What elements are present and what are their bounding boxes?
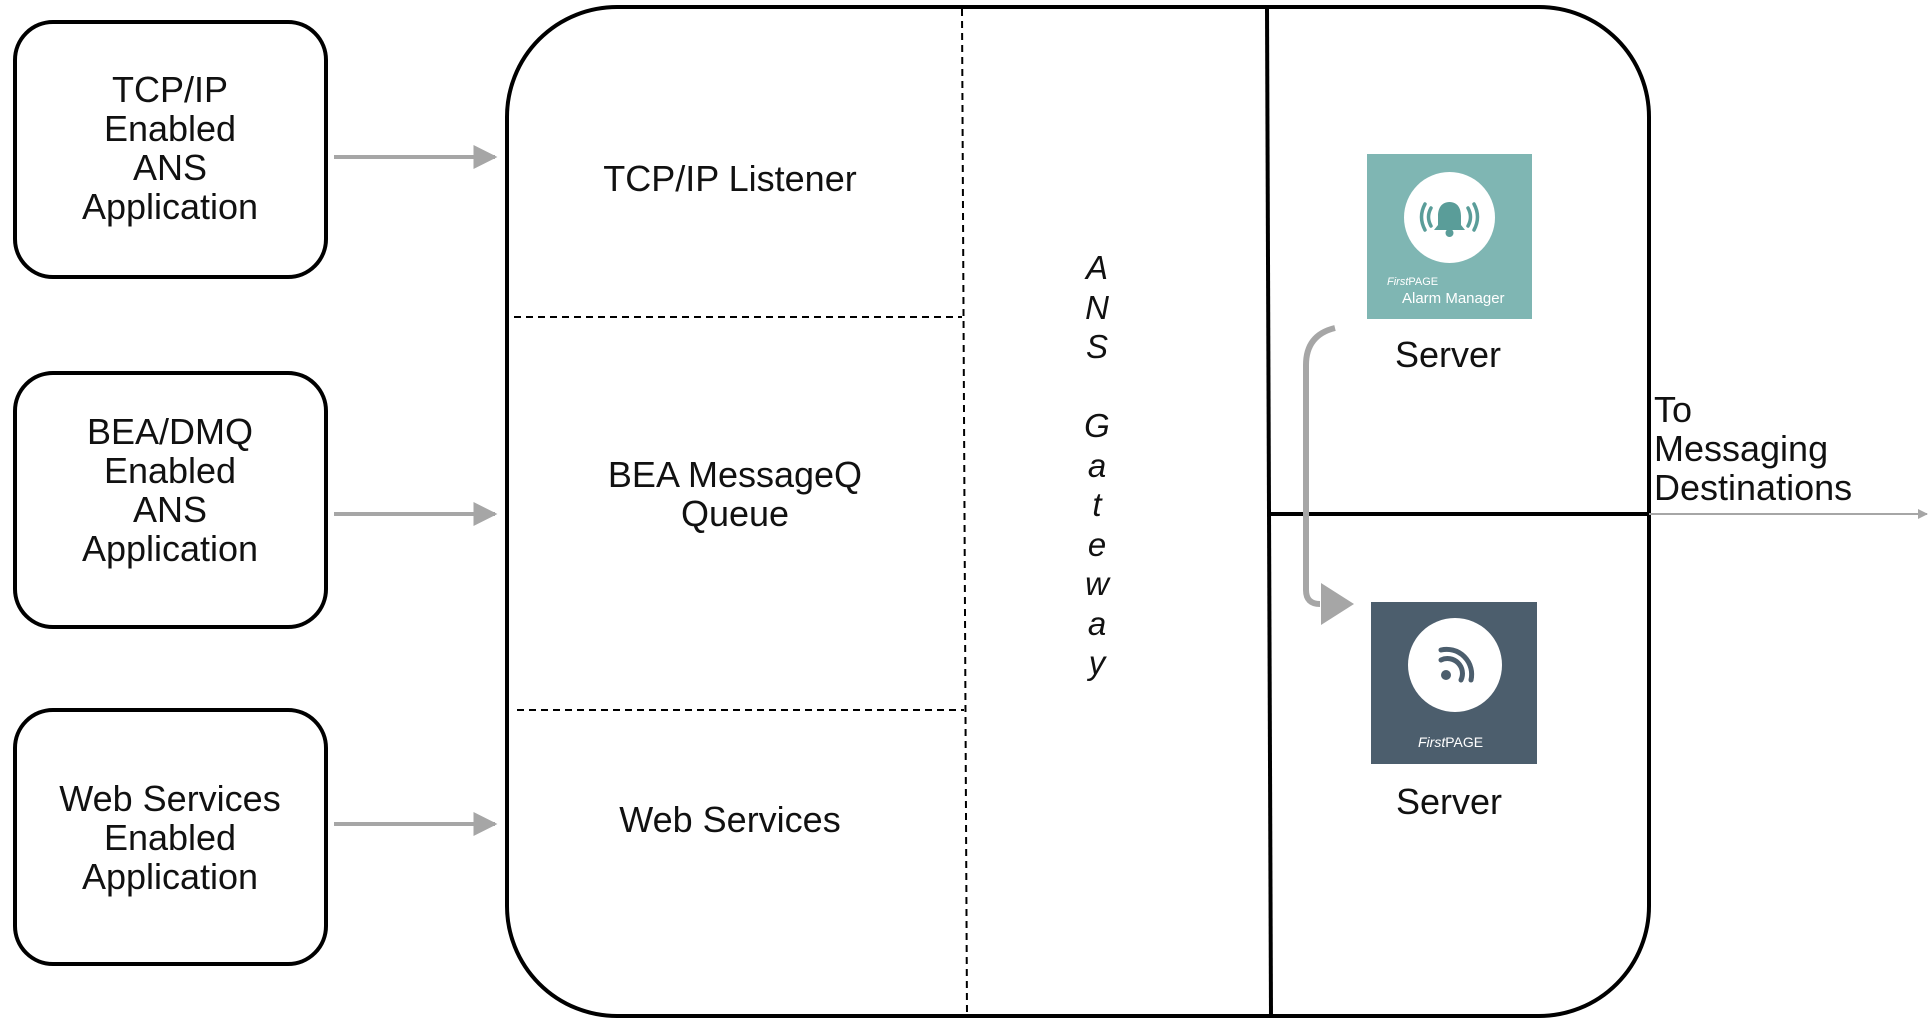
tcpip-listener-label: TCP/IP Listener — [603, 158, 857, 199]
listener-divider-vertical — [961, 8, 968, 1017]
firstpage-logo: FirstPAGE — [1371, 602, 1537, 764]
firstpage-server-label: Server — [1395, 781, 1503, 822]
firstpage-logo-circle — [1408, 618, 1502, 712]
server-flow-arrow — [1303, 325, 1336, 607]
alarm-logo-brand: FirstPAGE — [1387, 276, 1439, 288]
destinations-label: To Messaging Destinations — [1654, 389, 1853, 508]
bea-queue-label: BEA MessageQ Queue — [607, 454, 863, 534]
client-box-bea — [13, 371, 328, 629]
bell-icon — [1419, 202, 1480, 237]
firstpage-logo-brand: FirstPAGE — [1418, 734, 1484, 750]
client-label-tcpip: TCP/IP Enabled ANS Application — [81, 69, 259, 227]
client-label-bea: BEA/DMQ Enabled ANS Application — [81, 411, 259, 569]
gateway-container — [505, 5, 1651, 1018]
alarm-logo-circle — [1404, 172, 1495, 263]
alarm-manager-logo: FirstPAGE Alarm Manager — [1367, 154, 1532, 319]
web-services-label: Web Services — [619, 799, 841, 840]
alarm-logo-product: Alarm Manager — [1402, 290, 1505, 307]
ans-gateway-label: A N S G a t e w a y — [1084, 249, 1110, 681]
alarm-server-label: Server — [1394, 334, 1502, 375]
server-flow-arrowhead — [1321, 583, 1354, 625]
client-box-web — [13, 708, 328, 966]
rss-icon — [1438, 646, 1475, 683]
client-box-tcpip — [13, 20, 328, 279]
client-label-web: Web Services Enabled Application — [59, 778, 281, 897]
